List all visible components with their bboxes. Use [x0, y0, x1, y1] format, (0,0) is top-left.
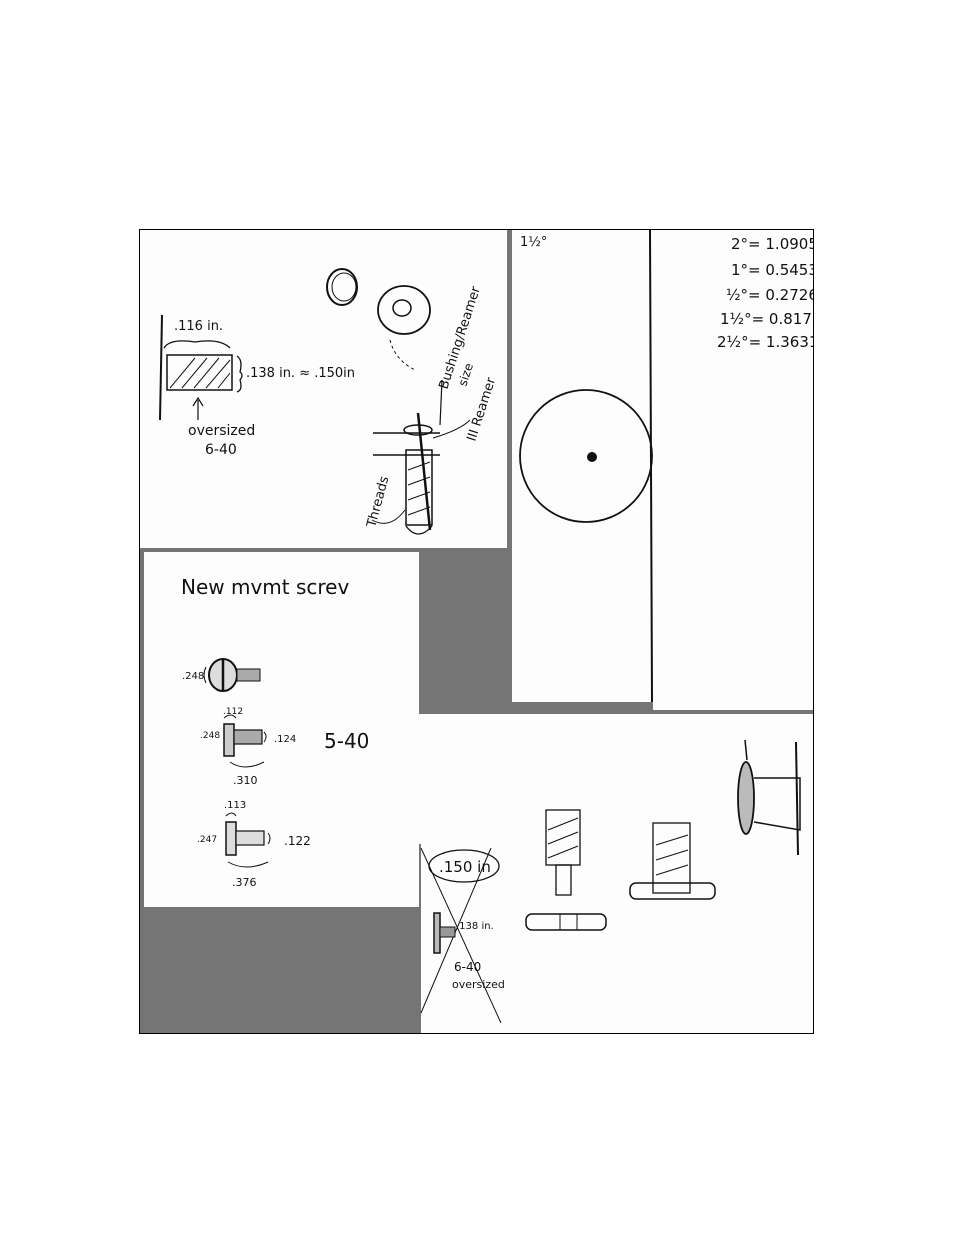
bushing-part-sketches	[525, 739, 801, 931]
sheet-screw-sketches: New mvmt screv .248 .112 .248 .124 .310 …	[144, 552, 419, 907]
oversized-label: oversized	[452, 978, 505, 991]
circle-drawing: 1½°	[519, 230, 653, 703]
screw3-top: .113	[224, 800, 246, 811]
table-row: 1½°= 0.8179	[720, 310, 814, 328]
circled-dim: .150 in	[439, 858, 491, 876]
sheet-conversion-table: 2°= 1.0905 1°= 0.5453 ½°= 0.2726 1½°= 0.…	[653, 230, 814, 710]
scanned-notes-page: .116 in. .138 in. ≈ .150in oversized 6-4…	[139, 229, 814, 1034]
label-dim-right: .138 in. ≈ .150in	[246, 366, 355, 381]
screw1-dim: .248	[182, 671, 204, 682]
sheet-bottom-sketches: .150 in .138 in. 6-40 oversized	[420, 843, 813, 1033]
bottom-sketch-drawing	[420, 847, 502, 1024]
label-size-2: size	[456, 361, 477, 387]
bottom-sketch-labels: .150 in .138 in. 6-40 oversized	[439, 858, 505, 991]
table-row: 1°= 0.5453	[731, 261, 814, 279]
screw2-right: .124	[274, 734, 296, 745]
bushing-sketch-labels: .116 in. .138 in. ≈ .150in oversized 6-4…	[174, 284, 499, 530]
conversion-table-text: 2°= 1.0905 1°= 0.5453 ½°= 0.2726 1½°= 0.…	[717, 235, 814, 351]
thread-label: 5-40	[324, 729, 369, 753]
screw3-bottom: .376	[232, 876, 257, 889]
screw-sketch-labels: New mvmt screv .248 .112 .248 .124 .310 …	[181, 575, 369, 889]
screw-title: New mvmt screv	[181, 575, 349, 599]
label-size: 6-40	[205, 442, 237, 458]
table-row: ½°= 0.2726	[726, 286, 814, 304]
table-row: 2½°= 1.3631	[717, 333, 814, 351]
screw2-top: .112	[223, 707, 243, 717]
screw3-left: .247	[197, 835, 217, 845]
sheet-circle: 1½°	[512, 230, 653, 703]
bushing-sketch-drawing	[159, 268, 471, 535]
table-row: 2°= 1.0905	[731, 235, 814, 253]
screw2-left: .248	[200, 731, 220, 741]
label-dim-top: .116 in.	[174, 319, 223, 334]
dim-label: .138 in.	[456, 921, 494, 932]
size-label: 6-40	[454, 960, 481, 974]
screw3-right: .122	[284, 834, 311, 848]
screw-sketch-drawing	[203, 658, 271, 868]
circle-label: 1½°	[520, 235, 547, 250]
label-oversized: oversized	[188, 423, 255, 439]
sheet-bushing-sketch: .116 in. .138 in. ≈ .150in oversized 6-4…	[140, 230, 507, 548]
screw2-bottom: .310	[233, 774, 258, 787]
